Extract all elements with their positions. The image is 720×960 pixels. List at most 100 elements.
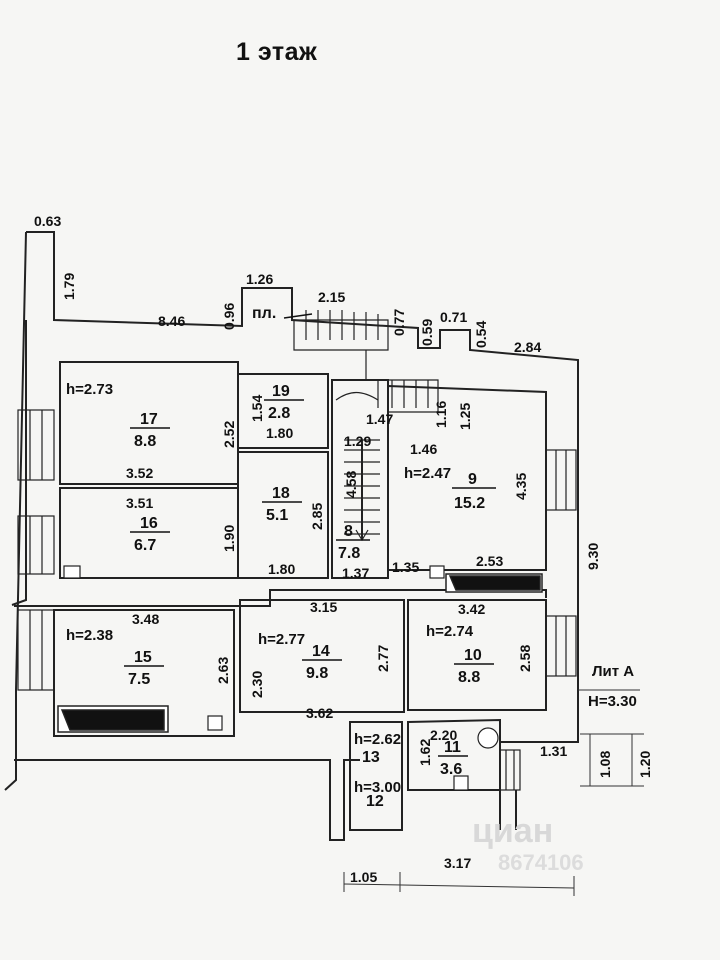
dim-0-63: 0.63 — [34, 213, 61, 229]
room-14-number: 14 — [312, 643, 330, 660]
room-13-number: 13 — [362, 749, 380, 766]
bathtub-icons — [57, 573, 543, 733]
dim-1-90: 1.90 — [221, 525, 237, 552]
room-labels: h=2.73 17 8.8 16 6.7 19 2.8 18 5.1 8 7.8… — [66, 305, 496, 810]
dim-0-71: 0.71 — [440, 309, 467, 325]
room-17-number: 17 — [140, 411, 158, 428]
room-15-height: h=2.38 — [66, 627, 113, 644]
room-15-area: 7.5 — [128, 671, 150, 688]
room-13-height: h=2.62 — [354, 731, 401, 748]
bottom-wall — [14, 759, 360, 841]
dim-3-52: 3.52 — [126, 465, 153, 481]
dim-2-77: 2.77 — [375, 645, 391, 672]
room-12-number: 12 — [366, 793, 384, 810]
rooms-12-13-outline — [349, 721, 403, 831]
dim-3-62: 3.62 — [306, 705, 333, 721]
room-18-outline — [237, 451, 329, 579]
dim-2-30: 2.30 — [249, 671, 265, 698]
room-10-area: 8.8 — [458, 669, 480, 686]
room-9-outline — [387, 384, 547, 571]
dim-2-63: 2.63 — [215, 657, 231, 684]
toilet-icons — [63, 565, 499, 791]
dim-3-48: 3.48 — [132, 611, 159, 627]
dim-2-84: 2.84 — [514, 339, 541, 355]
dim-0-59: 0.59 — [419, 319, 435, 346]
dim-4-35: 4.35 — [513, 473, 529, 500]
room-10-height: h=2.74 — [426, 623, 474, 640]
watermark-brand: циан — [472, 812, 553, 850]
walls — [4, 231, 579, 841]
dim-1-37: 1.37 — [342, 565, 369, 581]
dim-1-79: 1.79 — [61, 273, 77, 300]
dim-1-46: 1.46 — [410, 441, 437, 457]
corridor-wall — [14, 589, 547, 607]
dim-0-77: 0.77 — [391, 309, 407, 336]
floor-title: 1 этаж — [236, 38, 318, 66]
dim-1-26: 1.26 — [246, 271, 273, 287]
lit-height: Н=3.30 — [588, 693, 637, 710]
room-18-area: 5.1 — [266, 507, 288, 524]
stairs-top — [293, 310, 439, 542]
dim-1-35: 1.35 — [392, 559, 419, 575]
room-9-number: 9 — [468, 471, 477, 488]
dim-2-15: 2.15 — [318, 289, 345, 305]
dim-3-17: 3.17 — [444, 855, 471, 871]
dim-3-51: 3.51 — [126, 495, 153, 511]
dim-3-15: 3.15 — [310, 599, 337, 615]
room-19-number: 19 — [272, 383, 290, 400]
dim-1-29: 1.29 — [344, 433, 371, 449]
room-9-height: h=2.47 — [404, 465, 451, 482]
dim-9-30: 9.30 — [585, 543, 601, 570]
dim-1-20: 1.20 — [637, 751, 653, 778]
room-8-number: 8 — [344, 523, 353, 540]
dim-1-62: 1.62 — [417, 739, 433, 766]
room-9-area: 15.2 — [454, 495, 485, 512]
room-18-number: 18 — [272, 485, 290, 502]
dimension-lines — [343, 689, 644, 896]
room-12-height: h=3.00 — [354, 779, 401, 796]
dim-3-42: 3.42 — [458, 601, 485, 617]
lit-label: Лит А Н=3.30 — [588, 663, 637, 710]
room-14-outline — [239, 599, 405, 713]
outer-wall-left-side — [4, 231, 27, 791]
room-14-height: h=2.77 — [258, 631, 305, 648]
dim-2-52: 2.52 — [221, 421, 237, 448]
dim-1-80-bottom: 1.80 — [268, 561, 295, 577]
dim-2-53: 2.53 — [476, 553, 503, 569]
window-hatches — [17, 409, 577, 791]
watermark-phone: 8674106 — [498, 850, 584, 875]
dim-1-25: 1.25 — [457, 403, 473, 430]
interior-band — [11, 320, 27, 606]
platform-label: пл. — [252, 305, 276, 322]
lit-name: Лит А — [592, 663, 634, 680]
dim-0-96: 0.96 — [221, 303, 237, 330]
dim-1-80-top: 1.80 — [266, 425, 293, 441]
dimension-labels: 0.63 1.79 1.26 0.96 2.15 8.46 0.77 0.59 … — [34, 213, 653, 885]
room-16-area: 6.7 — [134, 537, 156, 554]
dim-1-08: 1.08 — [597, 751, 613, 778]
dim-8-46: 8.46 — [158, 313, 185, 329]
dim-4-58: 4.58 — [343, 471, 359, 498]
dim-1-05: 1.05 — [350, 869, 377, 885]
room-16-number: 16 — [140, 515, 158, 532]
room-19-area: 2.8 — [268, 405, 290, 422]
dim-0-54: 0.54 — [473, 321, 489, 348]
dim-1-31: 1.31 — [540, 743, 567, 759]
dim-2-85: 2.85 — [309, 503, 325, 530]
room-8-area: 7.8 — [338, 545, 360, 562]
room-11-number: 11 — [444, 739, 461, 756]
bottom-stair-wall — [499, 790, 517, 830]
room-15-number: 15 — [134, 649, 152, 666]
dim-2-20: 2.20 — [430, 727, 457, 743]
dim-1-47: 1.47 — [366, 411, 393, 427]
dim-2-58: 2.58 — [517, 645, 533, 672]
room-14-area: 9.8 — [306, 665, 328, 682]
room-17-area: 8.8 — [134, 433, 156, 450]
dim-1-54: 1.54 — [249, 395, 265, 422]
room-10-number: 10 — [464, 647, 482, 664]
room-17-height: h=2.73 — [66, 381, 113, 398]
room-11-area: 3.6 — [440, 761, 462, 778]
room-19-outline — [237, 373, 329, 449]
outer-wall-left — [26, 231, 579, 743]
